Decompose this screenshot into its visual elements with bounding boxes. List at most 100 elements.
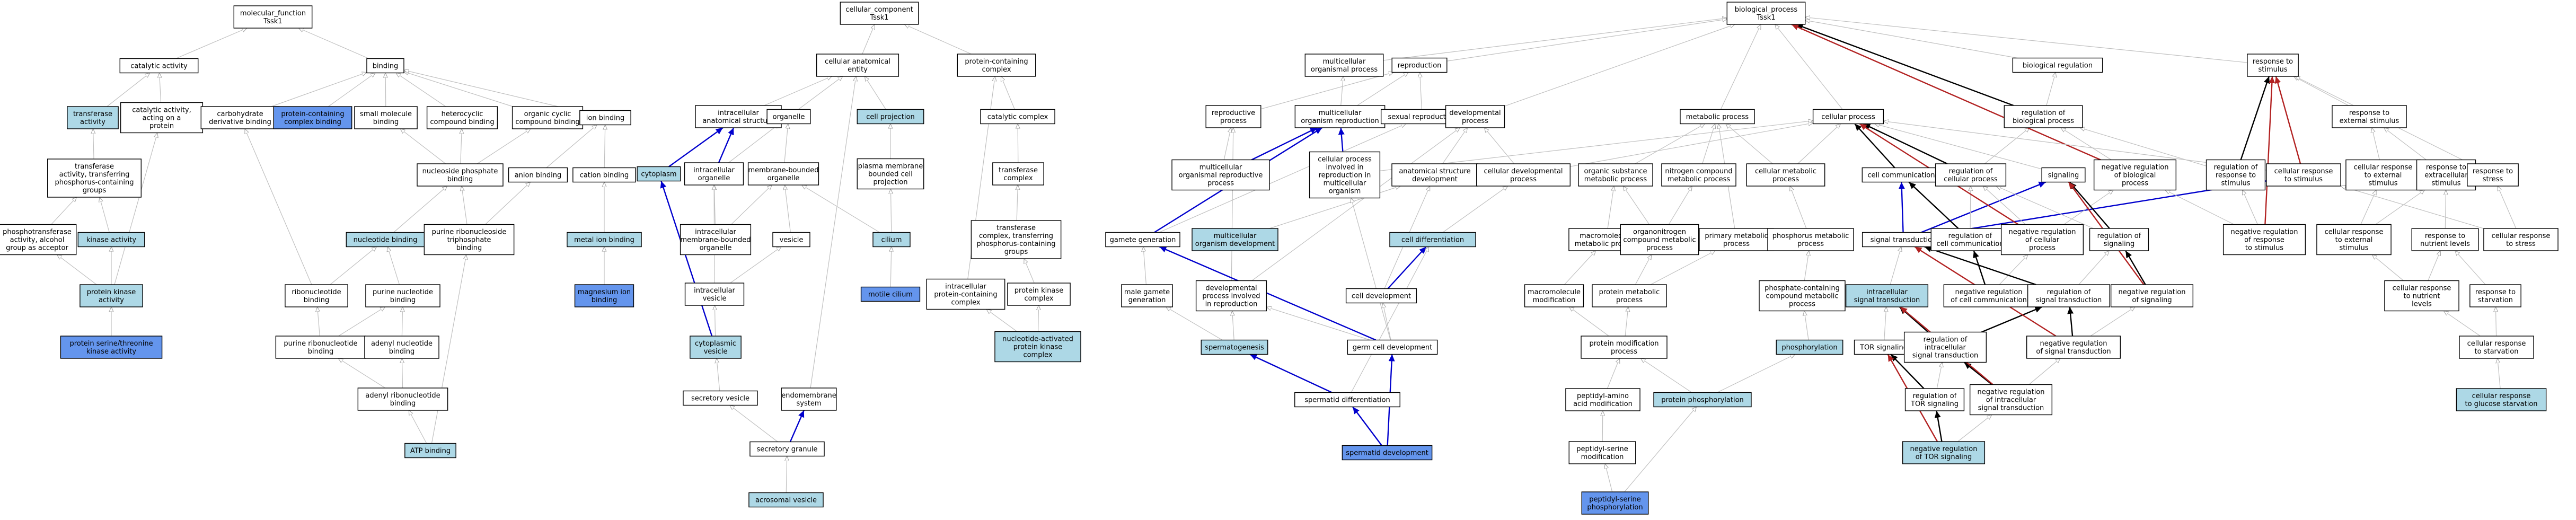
term-node-protphos[interactable]: protein phosphorylation [1653,392,1752,408]
term-node-secgran[interactable]: secretory granule [749,441,825,457]
term-node-cilium[interactable]: cilium [872,232,911,248]
term-node-metalb[interactable]: metal ion binding [567,232,642,248]
term-node-organelle[interactable]: organelle [766,109,811,125]
term-node-germdev[interactable]: germ cell development [1347,339,1438,355]
term-node-cationb[interactable]: cation binding [572,167,636,183]
term-node-cellproj[interactable]: cell projection [857,109,924,125]
term-node-repro[interactable]: reproduction [1391,57,1448,73]
term-node-vesicle[interactable]: vesicle [772,232,810,248]
term-node-spermdiff[interactable]: spermatid differentiation [1294,392,1400,408]
term-node-celldiff[interactable]: cell differentiation [1389,232,1476,248]
term-node-acro[interactable]: acrosomal vesicle [748,492,824,508]
term-node-spermgen[interactable]: spermatogenesis [1201,339,1268,355]
term-node-metproc[interactable]: metabolic process [1680,109,1755,125]
term-node-cytoplasm[interactable]: cytoplasm [637,166,681,182]
term-node-secves[interactable]: secretory vesicle [683,390,758,406]
term-node-atpb[interactable]: ATP binding [404,443,456,459]
term-node-cellcomm[interactable]: cell communication [1862,167,1941,183]
term-node-catact[interactable]: catalytic activity [119,58,199,74]
term-node-signaling[interactable]: signaling [2041,167,2086,183]
term-node-motcil[interactable]: motile cilium [860,286,921,302]
term-node-celldevel[interactable]: cell development [1345,288,1417,304]
term-node-phosph[interactable]: phosphorylation [1776,339,1843,355]
term-node-anionb[interactable]: anion binding [508,167,568,183]
term-node-sexrep[interactable]: sexual reproduction [1380,109,1464,125]
term-node-nucb[interactable]: nucleotide binding [346,232,425,248]
term-node-ionb[interactable]: ion binding [579,110,631,126]
term-node-bioreg[interactable]: biological regulation [2012,57,2103,73]
